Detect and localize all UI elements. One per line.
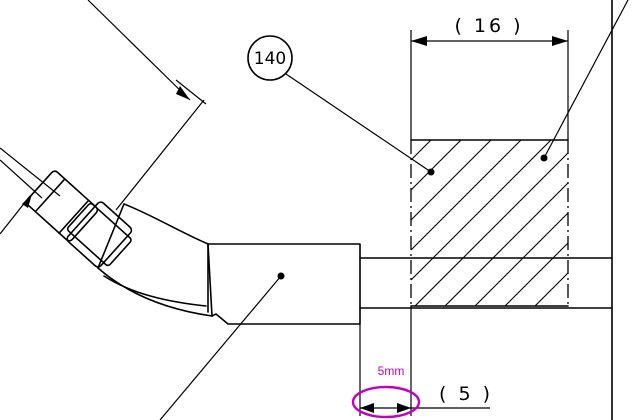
arrowhead-16-left [411,36,427,46]
leader-line-right [543,0,629,159]
elbow-bend-outer [97,267,213,317]
nut-fitting [25,170,99,242]
arrowhead-5-left [360,403,374,413]
extension-line-upper [175,79,207,105]
elbow-bend [123,203,209,245]
arrowhead-diagonal [176,86,190,100]
extension-line-lower [115,99,205,211]
arrowhead-16-right [552,36,568,46]
leader-line-left-top [0,147,61,197]
connector-body [66,201,133,268]
balloon-leader [285,73,432,173]
leader-line-housing [159,275,282,420]
markup-label: 5mm [378,364,405,378]
leader-line-left-bottom [0,159,43,199]
elbow-bend-inner [103,275,207,307]
hatched-section [410,139,569,307]
item-balloon-label: 140 [254,49,286,69]
dimension-label-16: ( 16 ) [454,15,523,37]
dimension-label-5: ( 5 ) [439,383,493,405]
item-balloon [247,35,293,81]
dimension-line-diagonal [87,0,191,101]
markup-ellipse [351,385,421,419]
arrowhead-5-right [397,403,411,413]
housing-body [207,243,361,325]
